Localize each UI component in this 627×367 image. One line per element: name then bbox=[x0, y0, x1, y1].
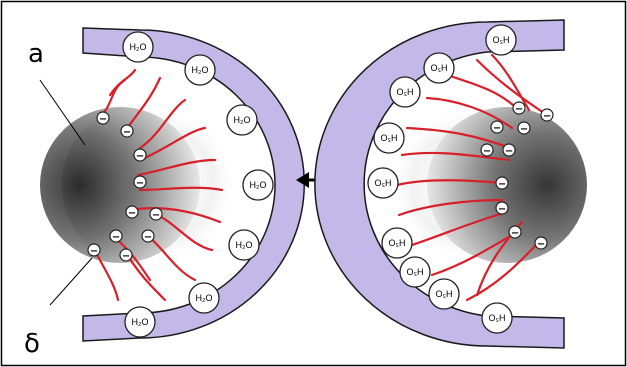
svg-text:−: − bbox=[136, 178, 144, 189]
svg-text:H₂O: H₂O bbox=[381, 133, 398, 143]
svg-text:−: − bbox=[136, 151, 144, 162]
svg-text:H₂O: H₂O bbox=[436, 289, 453, 299]
svg-text:−: − bbox=[99, 114, 107, 125]
svg-text:−: − bbox=[520, 124, 528, 135]
svg-text:−: − bbox=[505, 146, 513, 157]
svg-text:−: − bbox=[112, 232, 120, 243]
svg-text:−: − bbox=[515, 104, 523, 115]
svg-text:H₂O: H₂O bbox=[132, 317, 149, 327]
svg-text:−: − bbox=[511, 228, 519, 239]
svg-text:H₂O: H₂O bbox=[389, 238, 406, 248]
svg-text:H₂O: H₂O bbox=[407, 267, 424, 277]
svg-text:H₂O: H₂O bbox=[234, 115, 251, 125]
svg-text:H₂O: H₂O bbox=[375, 178, 392, 188]
svg-text:−: − bbox=[123, 127, 131, 138]
svg-text:−: − bbox=[152, 210, 160, 221]
svg-text:−: − bbox=[122, 251, 130, 262]
svg-text:H₂O: H₂O bbox=[493, 35, 510, 45]
svg-text:H₂O: H₂O bbox=[192, 65, 209, 75]
svg-text:−: − bbox=[543, 111, 551, 122]
svg-text:−: − bbox=[483, 146, 491, 157]
svg-text:−: − bbox=[144, 232, 152, 243]
svg-text:−: − bbox=[128, 208, 136, 219]
svg-text:−: − bbox=[90, 246, 98, 257]
svg-text:−: − bbox=[537, 239, 545, 250]
svg-text:H₂O: H₂O bbox=[431, 63, 448, 73]
svg-text:−: − bbox=[498, 204, 506, 215]
svg-text:H₂O: H₂O bbox=[130, 42, 147, 52]
label-b: δ bbox=[24, 329, 40, 359]
svg-text:H₂O: H₂O bbox=[250, 180, 267, 190]
svg-text:−: − bbox=[498, 179, 506, 190]
svg-text:H₂O: H₂O bbox=[489, 313, 506, 323]
svg-text:H₂O: H₂O bbox=[397, 87, 414, 97]
svg-text:H₂O: H₂O bbox=[196, 293, 213, 303]
label-a: a bbox=[28, 39, 44, 69]
svg-text:H₂O: H₂O bbox=[236, 240, 253, 250]
svg-text:−: − bbox=[493, 123, 501, 134]
